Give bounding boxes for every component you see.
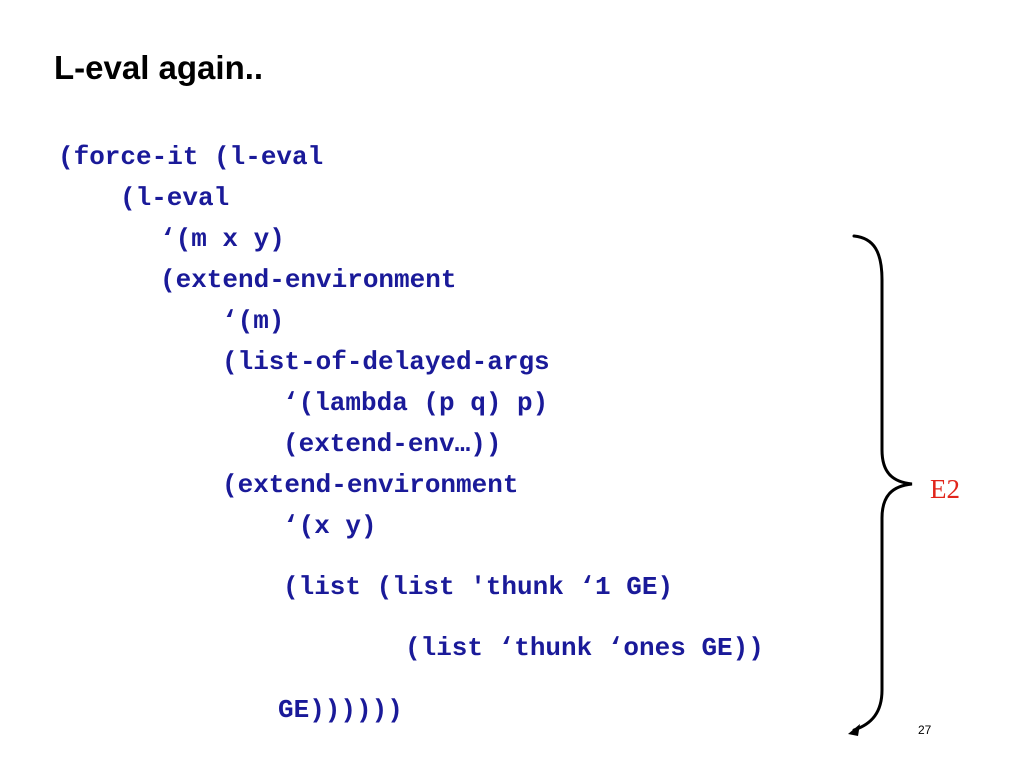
code-line-13: GE)))))) (278, 695, 403, 725)
code-line-11: (list (list 'thunk ‘1 GE) (283, 572, 674, 602)
code-line-9: (extend-environment (222, 470, 519, 500)
brace-arrowhead (848, 724, 860, 736)
code-line-10: ‘(x y) (283, 511, 377, 541)
code-line-8: (extend-env…)) (283, 429, 502, 459)
slide-number: 27 (918, 723, 932, 737)
environment-label: E2 (930, 474, 960, 504)
code-line-4: (extend-environment (160, 265, 457, 295)
code-line-7: ‘(lambda (p q) p) (283, 388, 549, 418)
code-line-2: (l-eval (120, 183, 230, 213)
code-line-1: (force-it (l-eval (58, 142, 324, 172)
code-line-12: (list ‘thunk ‘ones GE)) (405, 633, 764, 663)
curly-brace-icon (848, 234, 913, 736)
brace-path (852, 234, 913, 732)
slide-title: L-eval again.. (54, 49, 264, 86)
code-line-5: ‘(m) (222, 306, 285, 336)
code-line-3: ‘(m x y) (160, 224, 285, 254)
code-line-6: (list-of-delayed-args (222, 347, 550, 377)
